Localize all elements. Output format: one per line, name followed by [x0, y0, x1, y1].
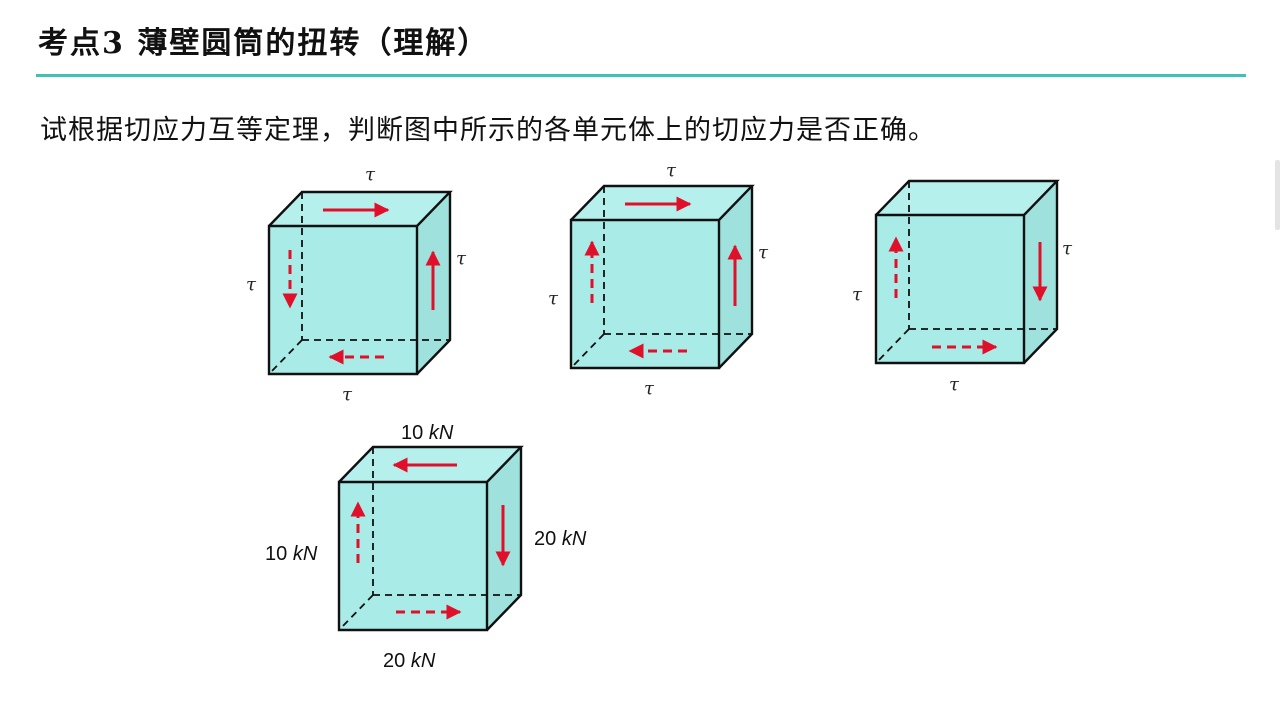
force-value: 20	[383, 650, 411, 672]
element-b-tau-right: τ	[758, 242, 769, 263]
force-value: 20	[534, 528, 562, 550]
slide-title: 考点3 薄壁圆筒的扭转（理解）	[38, 26, 490, 61]
element-d: 10 kN 10 kN 20 kN 20 kN	[265, 422, 587, 672]
element-c-tau-bottom: τ	[949, 374, 960, 395]
element-a-hidden-edges	[268, 192, 450, 375]
element-a: τ τ τ τ	[246, 164, 467, 405]
element-c-visible-edges	[874, 179, 1060, 365]
element-b-tau-bottom: τ	[644, 378, 655, 399]
element-b-front-face	[571, 220, 719, 368]
element-c-tau-right: τ	[1062, 238, 1073, 259]
element-b-tau-left: τ	[548, 288, 559, 309]
element-d-front-face	[339, 482, 487, 630]
element-b-hidden-edges	[570, 186, 752, 369]
title-divider	[36, 74, 1246, 77]
force-unit: kN	[429, 422, 454, 444]
force-unit: kN	[562, 528, 587, 550]
element-d-visible-edges	[337, 445, 524, 632]
element-d-left-force: 10 kN	[265, 543, 318, 565]
element-a-visible-edges	[267, 190, 453, 376]
element-a-tau-top: τ	[365, 164, 376, 185]
force-value: 10	[401, 422, 429, 444]
scrollbar-edge[interactable]	[1275, 160, 1280, 230]
element-d-top-force: 10 kN	[401, 422, 454, 444]
element-b-tau-top: τ	[666, 160, 677, 181]
element-c: τ τ τ	[852, 179, 1073, 395]
element-c-hidden-edges	[875, 181, 1057, 364]
element-c-front-face	[876, 215, 1024, 363]
question-text: 试根据切应力互等定理，判断图中所示的各单元体上的切应力是否正确。	[40, 115, 936, 146]
force-unit: kN	[293, 543, 318, 565]
element-c-top-face	[876, 181, 1057, 215]
element-d-bottom-force: 20 kN	[383, 650, 436, 672]
element-c-tau-left: τ	[852, 284, 863, 305]
element-a-tau-left: τ	[246, 274, 257, 295]
force-value: 10	[265, 543, 293, 565]
element-b: τ τ τ τ	[548, 160, 769, 399]
element-a-front-face	[269, 226, 417, 374]
element-d-right-force: 20 kN	[534, 528, 587, 550]
element-d-hidden-edges	[338, 447, 521, 631]
element-b-visible-edges	[569, 184, 755, 370]
element-a-tau-right: τ	[456, 248, 467, 269]
force-unit: kN	[411, 650, 436, 672]
element-a-tau-bottom: τ	[342, 384, 353, 405]
